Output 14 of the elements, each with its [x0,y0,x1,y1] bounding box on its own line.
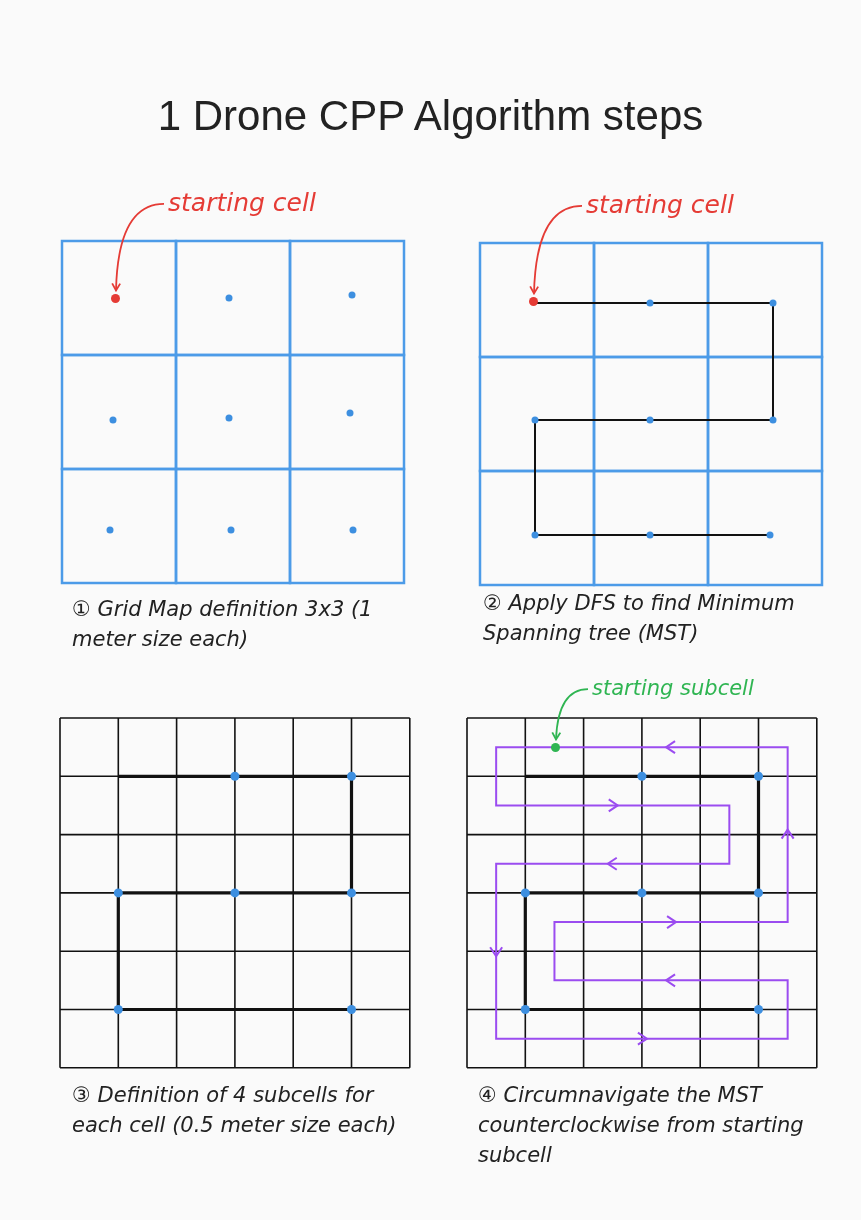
start-point-dot [110,293,120,303]
step-caption: ② Apply DFS to find Minimum Spanning tree (MST) [483,590,796,647]
step-caption: ④ Circumnavigate the MST counterclockwise from starting subcell [478,1082,805,1169]
callout-text: starting cell [586,190,734,219]
start-point-dot [528,296,538,306]
step-caption: ③ Definition of 4 subcells for each cell (0.5 meter size each) [72,1082,398,1139]
diagram-title: 1 Drone CPP Algorithm steps [156,92,705,140]
start-point-dot [550,742,560,752]
leader-line [111,203,165,292]
callout-text: starting subcell [592,676,754,700]
step-caption: ① Grid Map definition 3x3 (1 meter size each) [72,596,374,653]
leader-line [529,205,583,295]
leader-line [551,688,589,741]
callout-text: starting cell [168,188,316,217]
